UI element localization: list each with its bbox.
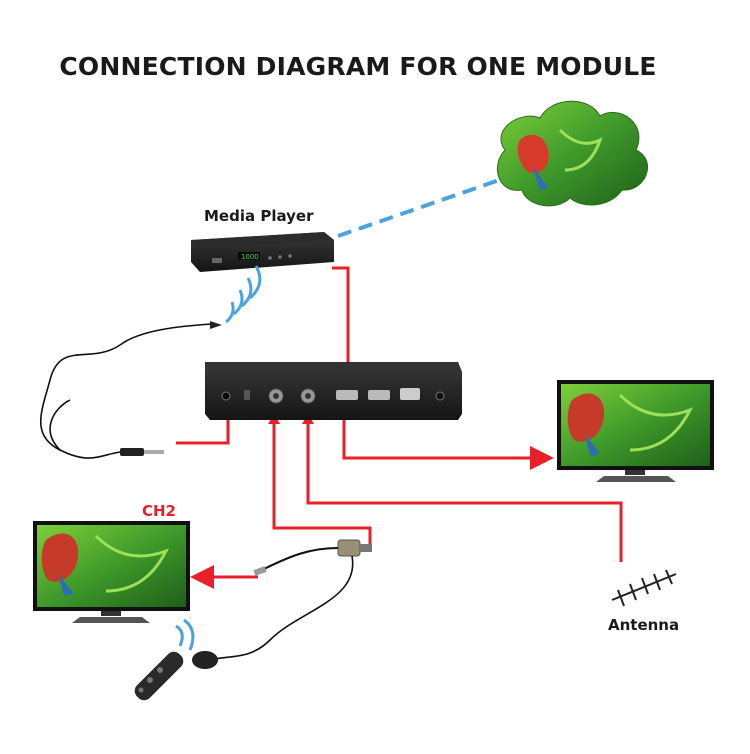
ir-waves-icon [175, 618, 195, 651]
ir-receiver-tip [210, 321, 222, 329]
wifi-dashed-line [337, 176, 506, 238]
audio-jack-icon [120, 448, 164, 456]
tv-icon-right [557, 380, 714, 482]
antenna-label: Antenna [608, 616, 680, 634]
cloud-icon [496, 100, 648, 207]
splitter-icon [337, 539, 372, 557]
ir-receiver-cable [39, 323, 213, 459]
cable-media-player-to-hdmi [332, 266, 350, 378]
modulator-box-icon [205, 362, 462, 420]
cable-lines [176, 266, 623, 589]
ch2-label: CH2 [142, 502, 176, 520]
ir-sensor-icon [192, 651, 218, 669]
ir-eye-cable [209, 555, 354, 661]
tv-icon-left [33, 521, 190, 623]
cable-rf-out-to-splitter [272, 418, 372, 545]
media-player-label: Media Player [204, 207, 314, 225]
yagi-antenna-icon [611, 569, 677, 607]
media-player-icon: 1000 [191, 232, 334, 272]
splitter-cable [261, 547, 339, 571]
cable-rf-to-antenna [306, 418, 623, 562]
page-title: CONNECTION DIAGRAM FOR ONE MODULE [59, 52, 657, 81]
wifi-waves-icon [225, 265, 262, 324]
svg-text:1000: 1000 [241, 253, 259, 261]
remote-control-icon [134, 651, 184, 701]
cable-hdmi-to-right-tv [342, 418, 554, 470]
